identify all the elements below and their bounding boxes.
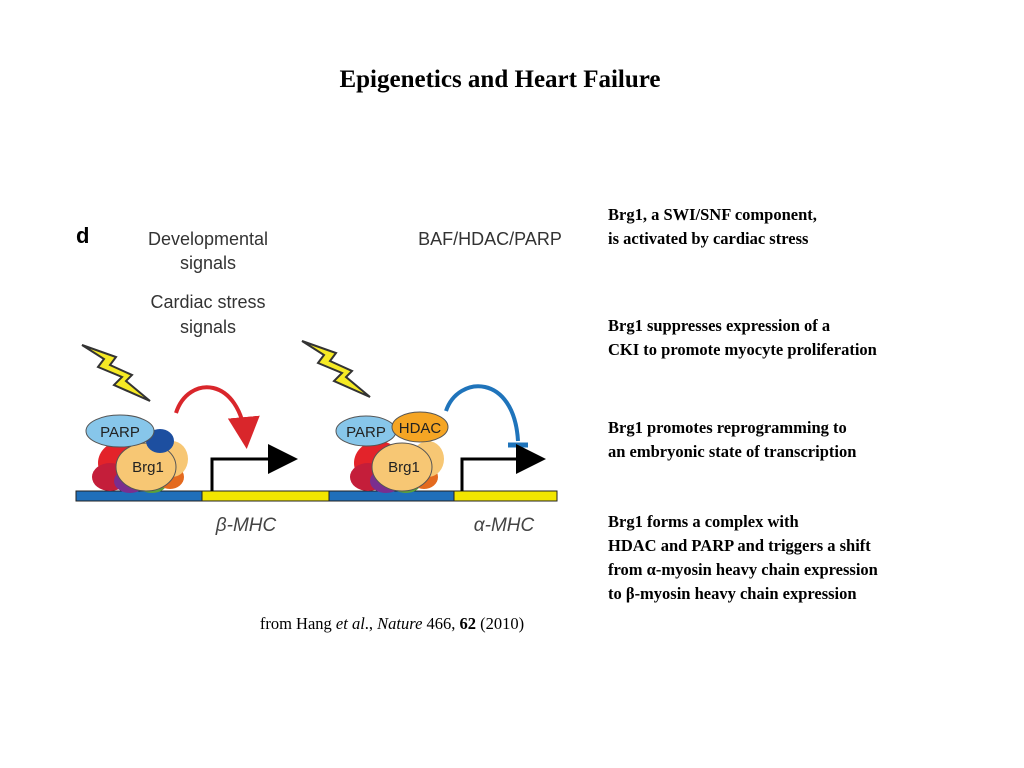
citation-journal: Nature [377, 614, 423, 633]
citation-year: (2010) [476, 614, 525, 633]
note-line: Brg1 suppresses expression of a [608, 316, 831, 335]
lightning-bolt-right [301, 340, 371, 398]
note-line: Brg1 promotes reprogramming to [608, 418, 847, 437]
lightning-bolt-left [81, 344, 151, 402]
citation-separator: ., [364, 614, 378, 633]
note-line: an embryonic state of transcription [608, 442, 857, 461]
citation-volume: 466, [422, 614, 460, 633]
developmental-signals-line1: Developmental [148, 229, 268, 249]
repression-arrow [444, 384, 520, 442]
complex-header: BAF/HDAC/PARP [418, 229, 562, 249]
note-line: CKI to promote myocyte proliferation [608, 340, 877, 359]
note-line: is activated by cardiac stress [608, 229, 809, 248]
right-parp-label: PARP [346, 424, 386, 441]
note-line: Brg1, a SWI/SNF component, [608, 205, 817, 224]
citation-prefix: from Hang [259, 614, 336, 633]
citation: from Hang et al., Nature 466, 62 (2010) [0, 614, 784, 634]
note-line: to β-myosin heavy chain expression [608, 584, 857, 603]
gene-label-alpha-mhc: α-MHC [474, 515, 535, 536]
dna-segment-left [75, 490, 203, 502]
transcription-arrow-alpha [460, 444, 546, 491]
gene-segment-beta-mhc [201, 490, 330, 502]
left-brg1-label: Brg1 [132, 459, 164, 476]
right-protein-complex [335, 411, 449, 493]
gene-label-beta-mhc: β-MHC [215, 515, 277, 536]
gene-regulation-diagram: d Developmental signals Cardiac stress s… [75, 223, 562, 536]
note-brg1-reprogramming: Brg1 promotes reprogramming to an embryo… [608, 416, 856, 464]
right-hdac-label: HDAC [399, 420, 442, 437]
dna-segment-right [328, 490, 455, 502]
note-line: from α-myosin heavy chain expression [608, 560, 878, 579]
right-brg1-label: Brg1 [388, 459, 420, 476]
developmental-signals-line2: signals [180, 253, 236, 273]
note-line: HDAC and PARP and triggers a shift [608, 536, 871, 555]
activation-arrow [174, 385, 260, 449]
left-protein-complex [85, 414, 188, 493]
note-line: Brg1 forms a complex with [608, 512, 799, 531]
left-parp-label: PARP [100, 424, 140, 441]
slide-title: Epigenetics and Heart Failure [339, 66, 661, 93]
citation-etal: et al [335, 614, 365, 633]
panel-letter: d [76, 223, 89, 248]
citation-page: 62 [459, 614, 477, 633]
note-brg1-complex: Brg1 forms a complex with HDAC and PARP … [608, 510, 878, 606]
note-brg1-activation: Brg1, a SWI/SNF component, is activated … [608, 203, 817, 251]
transcription-arrow-beta [210, 444, 298, 491]
gene-segment-alpha-mhc [453, 490, 558, 502]
cardiac-stress-signals-line1: Cardiac stress [150, 292, 265, 312]
note-brg1-suppression: Brg1 suppresses expression of a CKI to p… [608, 314, 877, 362]
cardiac-stress-signals-line2: signals [180, 317, 236, 337]
